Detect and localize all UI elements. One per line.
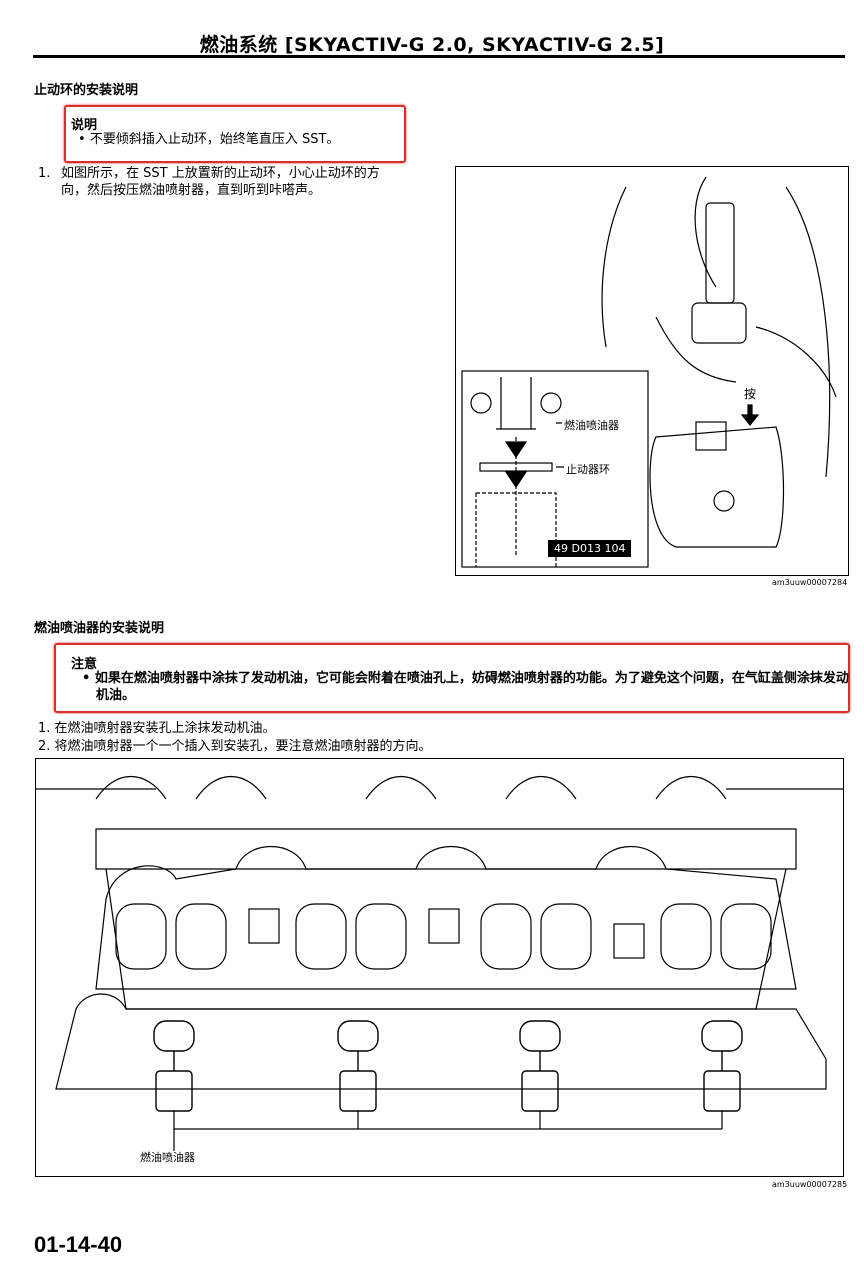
step-number: 1. <box>38 166 51 181</box>
ring-label: 止动器环 <box>566 463 610 476</box>
injector-figure: 燃油喷油器 <box>35 758 844 1177</box>
caution-label: 注意 <box>71 657 98 672</box>
figure-caption: am3uuw00007285 <box>772 1180 848 1189</box>
page-number: 01-14-40 <box>34 1232 123 1257</box>
section-heading-snap-ring: 止动环的安装说明 <box>34 83 139 98</box>
caution-text: 如果在燃油喷射器中涂抹了发动机油，它可能会附着在喷油孔上，妨碍燃油喷射器的功能。… <box>94 671 849 703</box>
press-label: 按 <box>744 387 757 401</box>
note-bullet: • 不要倾斜插入止动环，始终笔直压入 SST。 <box>78 132 340 147</box>
tool-number-label: 49 D013 104 <box>548 540 632 557</box>
caution-box: 注意 • 如果在燃油喷射器中涂抹了发动机油，它可能会附着在喷油孔上，妨碍燃油喷射… <box>54 643 850 713</box>
caution-bullet: • 如果在燃油喷射器中涂抹了发动机油，它可能会附着在喷油孔上，妨碍燃油喷射器的功… <box>82 671 849 703</box>
note-text: 不要倾斜插入止动环，始终笔直压入 SST。 <box>89 132 340 147</box>
step-text: 如图所示，在 SST 上放置新的止动环，小心止动环的方向，然后按压燃油喷射器，直… <box>61 166 380 198</box>
note-box: 说明 • 不要倾斜插入止动环，始终笔直压入 SST。 <box>64 105 406 163</box>
step-number: 2. <box>38 739 51 754</box>
snap-ring-figure: 按 燃油喷油器 止动器环 49 D013 104 <box>455 166 849 576</box>
step-text: 将燃油喷射器一个一个插入到安装孔，要注意燃油喷射器的方向。 <box>54 739 432 754</box>
injector-label: 燃油喷油器 <box>140 1151 195 1164</box>
step-text: 在燃油喷射器安装孔上涂抹发动机油。 <box>54 721 276 736</box>
step-1: 1. 在燃油喷射器安装孔上涂抹发动机油。 <box>38 720 276 737</box>
snap-ring-illustration <box>461 176 837 568</box>
page-title: 燃油系统 [SKYACTIV-G 2.0, SKYACTIV-G 2.5] <box>199 34 665 56</box>
step-2: 2. 将燃油喷射器一个一个插入到安装孔，要注意燃油喷射器的方向。 <box>38 738 432 755</box>
section-heading-injector: 燃油喷油器的安装说明 <box>34 621 165 636</box>
cylinder-head-illustration <box>36 776 843 1151</box>
title-rule <box>33 55 845 58</box>
note-label: 说明 <box>71 118 98 133</box>
figure-caption: am3uuw00007284 <box>772 578 848 587</box>
step-number: 1. <box>38 721 51 736</box>
injector-label: 燃油喷油器 <box>564 419 619 432</box>
